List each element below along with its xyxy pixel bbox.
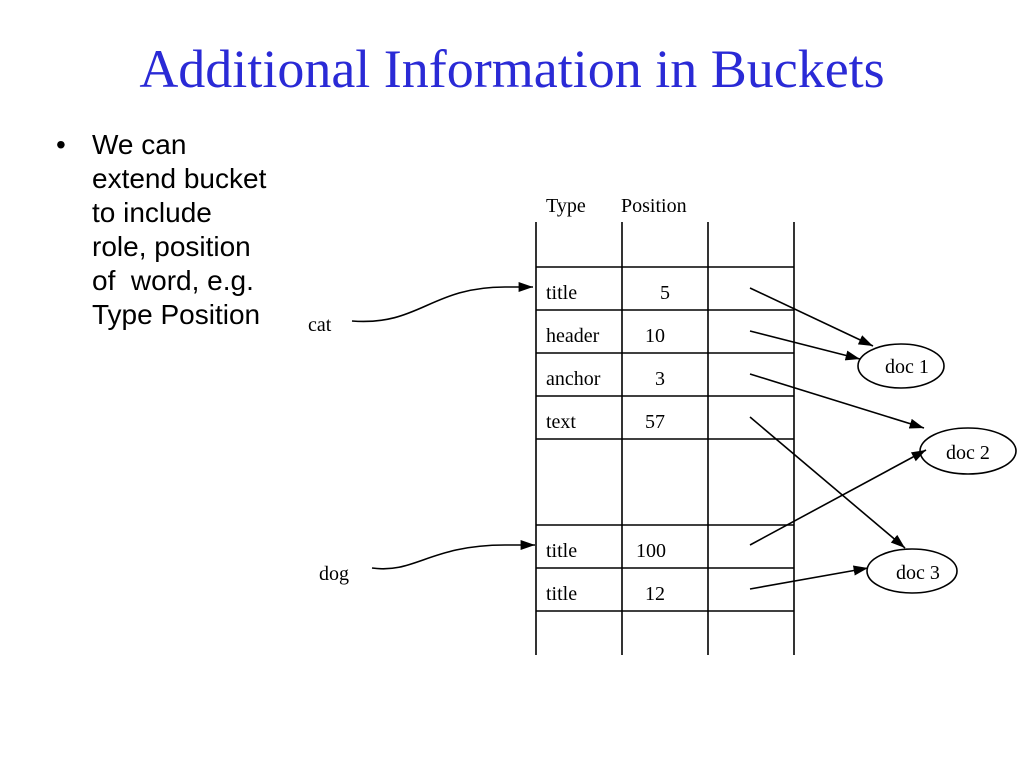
row-3-type: anchor xyxy=(546,368,601,390)
doc-2-node: doc 2 xyxy=(919,427,1017,475)
row-1-type: title xyxy=(546,282,577,304)
link-text57-doc3 xyxy=(749,416,906,549)
bullet-line: We can xyxy=(92,129,187,160)
row-3-position: 3 xyxy=(655,368,665,390)
row-4-type: text xyxy=(546,411,576,433)
link-title12-doc3 xyxy=(749,565,869,590)
bullet-line: Type Position xyxy=(92,299,261,330)
bullet-line: to include xyxy=(92,197,212,228)
doc-1-label: doc 1 xyxy=(885,356,929,378)
bullet-dot: • xyxy=(56,129,66,160)
header-position: Position xyxy=(621,195,687,217)
row-7-position: 12 xyxy=(645,583,665,605)
slide-title: Additional Information in Buckets xyxy=(139,39,885,99)
link-header10-doc1 xyxy=(749,330,861,361)
bucket-table-grid xyxy=(535,222,795,655)
word-label-dog: dog xyxy=(319,563,349,585)
cat-arrow xyxy=(351,281,533,323)
header-type: Type xyxy=(546,195,586,217)
row-4-position: 57 xyxy=(645,411,665,433)
bullet-line: of word, e.g. xyxy=(92,265,254,296)
link-anchor3-doc2 xyxy=(749,373,925,429)
row-1-position: 5 xyxy=(660,282,670,304)
doc-2-label: doc 2 xyxy=(946,442,990,464)
row-6-type: title xyxy=(546,540,577,562)
doc-3-label: doc 3 xyxy=(896,562,940,584)
row-2-type: header xyxy=(546,325,600,347)
link-title100-doc2 xyxy=(749,449,927,546)
row-7-type: title xyxy=(546,583,577,605)
bullet-line: extend bucket xyxy=(92,163,267,194)
row-6-position: 100 xyxy=(636,540,666,562)
doc-3-node: doc 3 xyxy=(866,548,958,594)
link-title5-doc1 xyxy=(749,287,874,347)
dog-arrow xyxy=(371,539,535,570)
word-label-cat: cat xyxy=(308,314,332,336)
row-2-position: 10 xyxy=(645,325,665,347)
bullet-line: role, position xyxy=(92,231,251,262)
bucket-rows: title 5 header 10 anchor 3 text 57 title… xyxy=(546,282,670,605)
bullet-text: We can extend bucket to include role, po… xyxy=(92,128,322,332)
doc-1-node: doc 1 xyxy=(857,343,945,389)
